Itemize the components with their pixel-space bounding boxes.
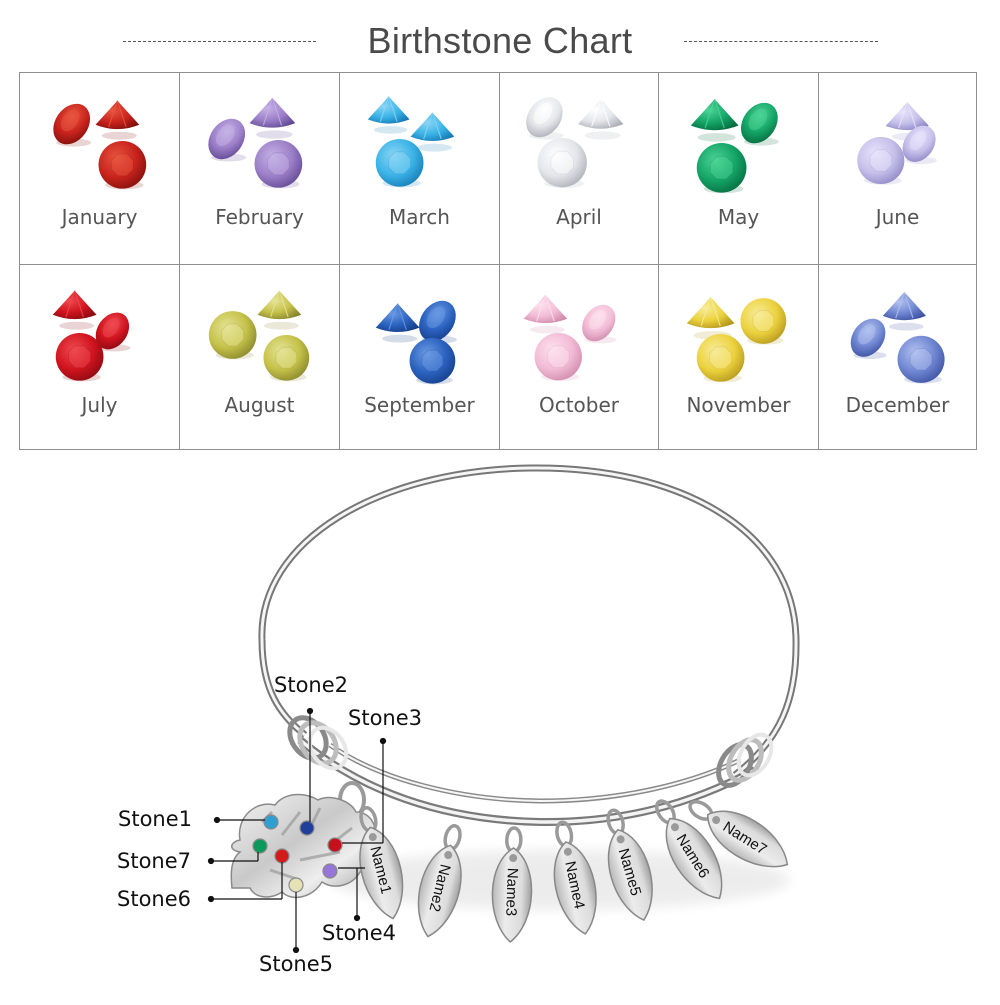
- birthstone-gems-icon: [686, 296, 787, 383]
- month-cell-august: August: [180, 265, 340, 449]
- stone1-label: Stone1: [118, 807, 193, 831]
- birthstone-gems-icon: [367, 96, 455, 188]
- month-cell-may: May: [659, 73, 819, 265]
- left-coil: [287, 715, 349, 771]
- birthstone-gems-icon: [53, 100, 147, 190]
- header-dash-right: [684, 41, 878, 42]
- birthstone-gems-icon: [850, 291, 945, 384]
- month-cell-january: January: [20, 73, 180, 265]
- stone2-label: Stone2: [274, 673, 349, 697]
- birthstone-gems-icon: [690, 99, 779, 193]
- birthstone-gems-icon: [375, 300, 457, 385]
- stone6-gem: [274, 848, 290, 864]
- stone3-gem: [327, 837, 343, 853]
- month-label: November: [686, 393, 791, 417]
- stone7-label: Stone7: [117, 849, 192, 873]
- stone7-gem: [252, 838, 268, 854]
- birthstone-gems-icon: [526, 97, 624, 189]
- stone1-gem: [263, 814, 279, 830]
- month-label: October: [538, 393, 620, 417]
- month-label: September: [364, 393, 475, 417]
- header-dash-left: [123, 41, 316, 42]
- month-label: July: [81, 393, 118, 417]
- month-label: August: [224, 393, 295, 417]
- chart-header: Birthstone Chart: [0, 14, 1000, 66]
- stone5-gem: [288, 877, 304, 893]
- name-charm-3: Name3: [491, 826, 533, 943]
- stone4-gem: [322, 863, 338, 879]
- birthstone-gems-icon: [857, 101, 937, 185]
- month-cell-december: December: [819, 265, 976, 449]
- birthstone-gems-icon: [52, 290, 131, 382]
- month-cell-july: July: [20, 265, 180, 449]
- month-label: January: [61, 205, 138, 229]
- stone5-label: Stone5: [259, 952, 334, 976]
- birthstone-gems-icon: [523, 294, 617, 382]
- month-cell-march: March: [340, 73, 500, 265]
- month-label: June: [875, 205, 920, 229]
- month-cell-october: October: [500, 265, 659, 449]
- month-label: February: [215, 205, 304, 229]
- month-label: May: [717, 205, 760, 229]
- month-cell-november: November: [659, 265, 819, 449]
- stone-callout-lines: [207, 707, 387, 954]
- name-charm-1: Name1: [359, 806, 404, 920]
- stone4-label: Stone4: [322, 921, 397, 945]
- stone2-gem: [299, 820, 315, 836]
- month-cell-june: June: [819, 73, 976, 265]
- name-charm-6: Name6: [654, 799, 723, 900]
- month-cell-february: February: [180, 73, 340, 265]
- month-cell-april: April: [500, 73, 659, 265]
- stone6-label: Stone6: [117, 887, 192, 911]
- stone3-label: Stone3: [348, 706, 423, 730]
- name-charm-4: Name4: [553, 820, 597, 935]
- charm-name-text: Name3: [502, 868, 521, 917]
- bangle-wire: [258, 464, 800, 827]
- name-charm-2: Name2: [417, 824, 462, 938]
- birthstone-gems-icon: [208, 97, 303, 189]
- month-label: April: [556, 205, 602, 229]
- tree-of-life-pendant: [230, 793, 378, 899]
- month-label: March: [389, 205, 450, 229]
- right-coil: [716, 732, 774, 788]
- birthstone-gems-icon: [208, 290, 310, 382]
- month-label: December: [845, 393, 950, 417]
- name-charm-5: Name5: [606, 808, 653, 922]
- page-title: Birthstone Chart: [367, 20, 633, 61]
- month-cell-september: September: [340, 265, 500, 449]
